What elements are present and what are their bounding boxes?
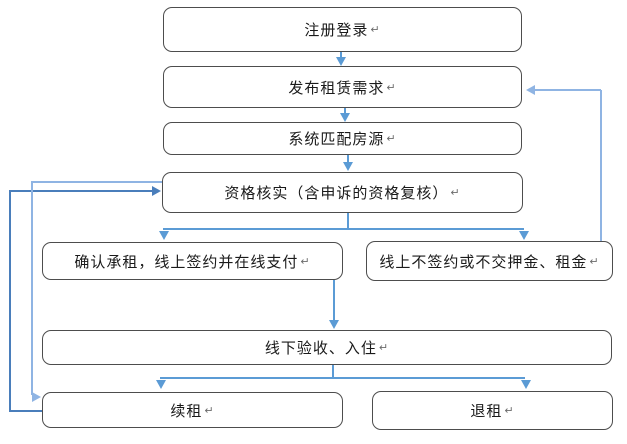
paragraph-mark: ↵: [370, 23, 381, 36]
node-offline-checkin: 线下验收、入住↵: [42, 330, 612, 365]
arrow-down-icon: [329, 320, 339, 329]
arrow-right-icon: [152, 186, 161, 196]
arrow-down-icon: [521, 380, 531, 389]
paragraph-mark: ↵: [378, 341, 390, 354]
edge-match-to-verify-line: [347, 155, 349, 164]
node-label: 注册登录: [304, 23, 369, 39]
edge-renew-to-verify-bottom: [9, 410, 42, 412]
node-label: 线下验收、入住: [264, 341, 377, 357]
paragraph-mark: ↵: [589, 254, 600, 268]
node-publish-demand: 发布租赁需求↵: [163, 66, 522, 108]
arrow-down-icon: [343, 162, 353, 171]
edge-verify-splitter-stem: [347, 213, 349, 228]
node-label: 发布租赁需求: [288, 80, 385, 97]
node-system-match: 系统匹配房源↵: [163, 122, 522, 155]
edge-publish-to-match-line: [344, 108, 346, 114]
node-no-sign-no-pay: 线上不签约或不交押金、租金↵: [366, 241, 613, 281]
arrow-down-icon: [519, 231, 529, 240]
node-qualification-verify: 资格核实（含申诉的资格复核）↵: [162, 172, 523, 213]
edge-register-to-publish-line: [340, 52, 342, 59]
arrow-left-icon: [526, 85, 535, 95]
paragraph-mark: ↵: [300, 254, 311, 268]
edge-checkin-splitter-bar: [160, 377, 525, 379]
arrow-down-icon: [156, 380, 166, 389]
arrow-down-icon: [336, 57, 346, 66]
node-confirm-sign-pay: 确认承租，线上签约并在线支付↵: [42, 242, 343, 280]
edge-nosign-to-publish-hline: [535, 89, 601, 91]
node-terminate-lease: 退租↵: [372, 391, 613, 430]
edge-nosign-to-publish-vline: [600, 90, 602, 241]
edge-verify-splitter-bar: [163, 228, 524, 230]
node-label: 退租: [470, 404, 503, 420]
arrow-right-icon: [32, 392, 41, 402]
edge-verify-to-renew-vline: [31, 181, 33, 395]
edge-renew-to-verify-top: [9, 190, 153, 192]
edge-verify-to-renew-top: [31, 181, 162, 183]
node-register-login: 注册登录↵: [163, 7, 522, 52]
paragraph-mark: ↵: [450, 186, 461, 199]
arrow-down-icon: [340, 113, 350, 122]
arrow-down-icon: [159, 231, 169, 240]
paragraph-mark: ↵: [386, 80, 397, 94]
paragraph-mark: ↵: [504, 404, 515, 417]
paragraph-mark: ↵: [204, 403, 215, 417]
node-label: 资格核实（含申诉的资格复核）: [224, 186, 449, 202]
node-label: 确认承租，线上签约并在线支付: [74, 254, 299, 271]
paragraph-mark: ↵: [386, 132, 397, 145]
node-label: 续租: [170, 403, 203, 420]
node-label: 系统匹配房源: [288, 132, 385, 148]
node-renew-lease: 续租↵: [42, 392, 343, 428]
edge-checkin-splitter-stem: [332, 365, 334, 378]
edge-renew-to-verify-vline: [9, 191, 11, 411]
edge-confirm-to-checkin-line: [333, 280, 335, 322]
node-label: 线上不签约或不交押金、租金: [379, 254, 588, 271]
